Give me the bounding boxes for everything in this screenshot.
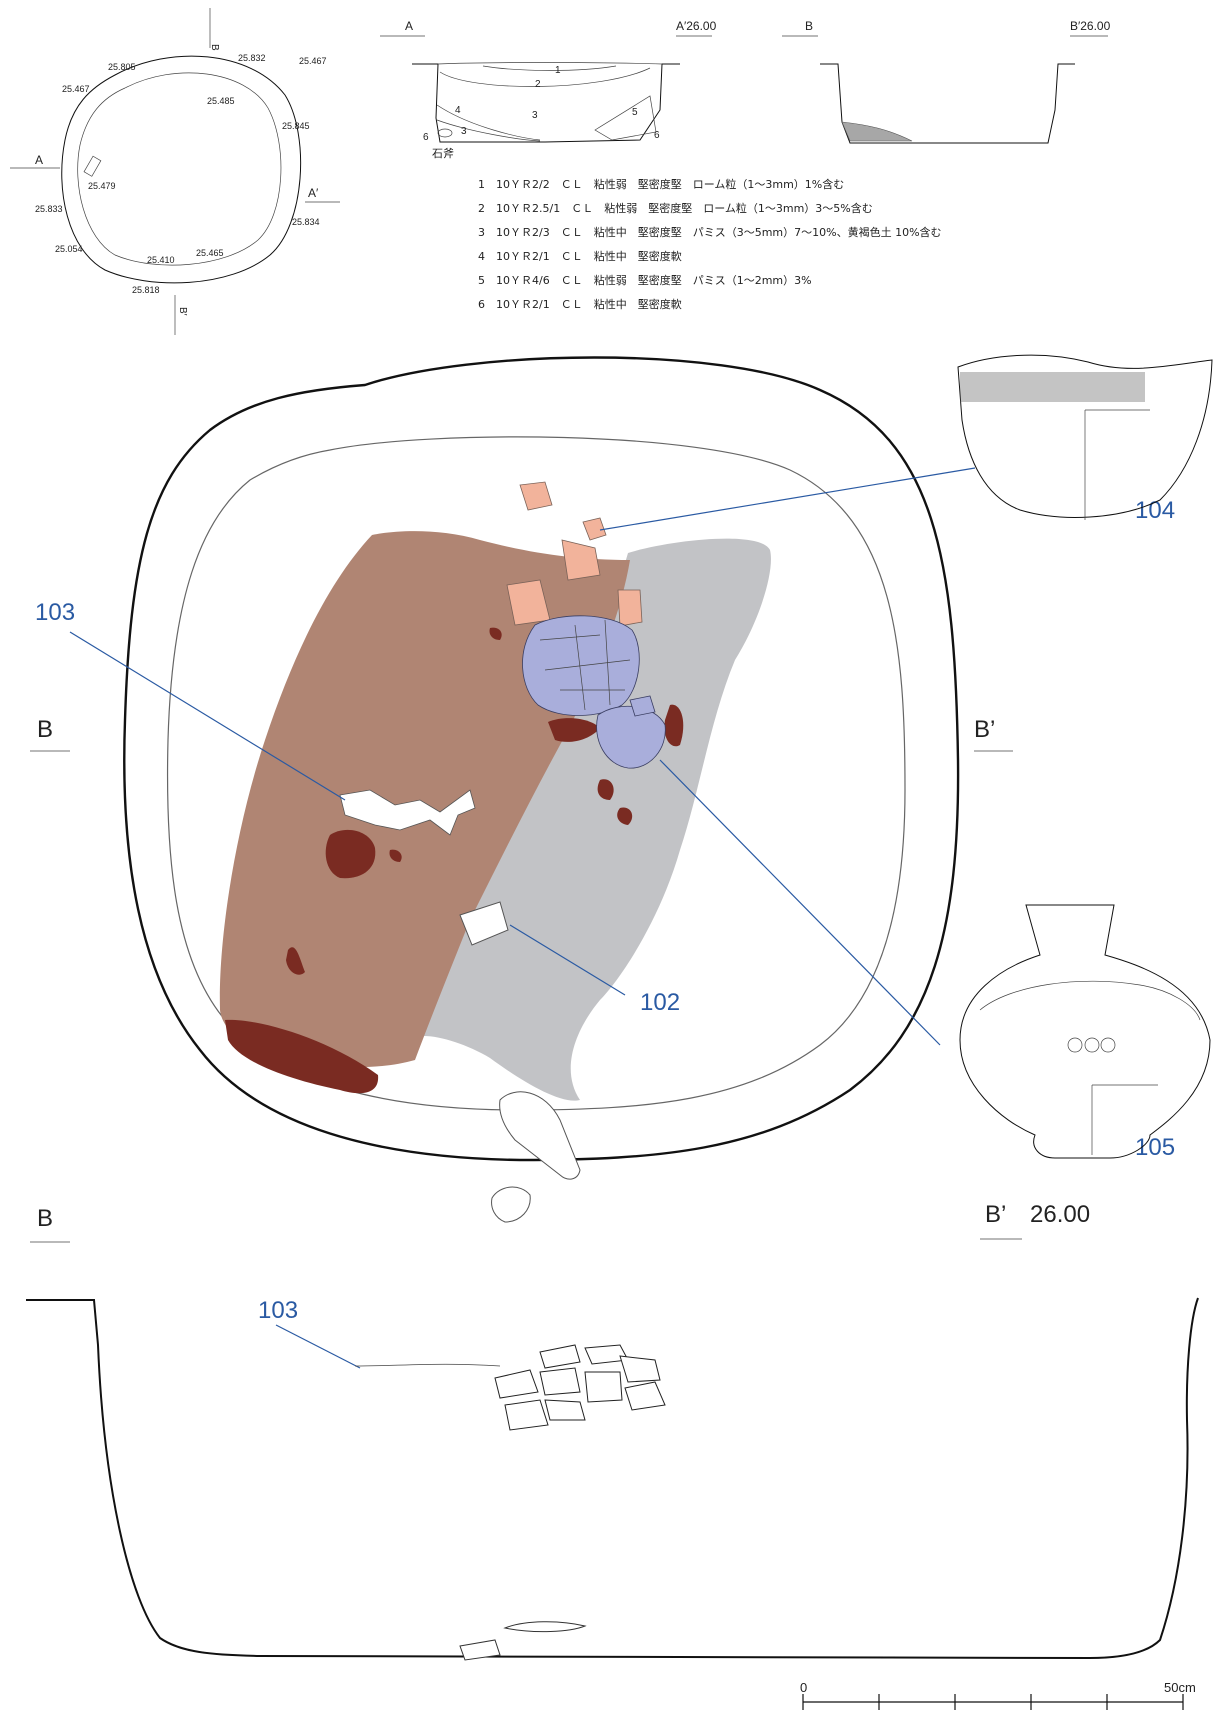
layer-6-left: 6 <box>423 132 429 143</box>
soil-legend: 1 10ＹＲ2/2 ＣＬ 粘性弱 堅密度堅 ローム粒（1～3mm）1%含む 2 … <box>478 177 942 311</box>
elev-10: 25.054 <box>55 244 83 254</box>
axis-b-prime-bottom: B′ <box>177 307 188 316</box>
layer-3: 3 <box>532 110 538 121</box>
section-callout-103: 103 <box>258 1297 298 1324</box>
callout-104: 104 <box>1135 497 1175 524</box>
callout-102: 102 <box>640 989 680 1016</box>
layer-5: 5 <box>632 107 638 118</box>
layer-4: 4 <box>455 105 461 116</box>
scale-bar-start: 0 <box>800 1680 807 1695</box>
pottery-fragments-pink <box>506 481 643 627</box>
section-b-small-left-label: B <box>805 19 813 33</box>
main-plan-right-b: B’ <box>974 716 995 743</box>
axis-a-prime-right: A′ <box>308 186 319 200</box>
elev-5: 25.485 <box>207 96 235 106</box>
vessel-104-drawing <box>957 354 1213 520</box>
stone-axe-label: 石斧 <box>432 147 454 160</box>
main-section-elevation: 26.00 <box>1030 1201 1090 1228</box>
scale-bar-end: 50cm <box>1164 1680 1196 1695</box>
main-section-left-b: B <box>37 1205 53 1232</box>
elev-8: 25.833 <box>35 204 63 214</box>
section-a-right-label: A′26.00 <box>676 19 717 33</box>
soil-legend-4: 4 10ＹＲ2/1 ＣＬ 粘性中 堅密度軟 <box>478 249 682 263</box>
axis-a-left: A <box>35 153 43 167</box>
small-plan: B B′ A A′ 25.805 25.832 25.467 25.467 25… <box>10 8 340 335</box>
section-a: A A′26.00 1 2 3 4 3 5 6 6 石斧 <box>380 19 717 160</box>
soil-legend-2: 2 10ＹＲ2.5/1 ＣＬ 粘性弱 堅密度堅 ローム粒（1～3mm）3～5%含… <box>478 201 873 215</box>
axis-b-top: B <box>209 44 220 51</box>
main-section-right-b: B’ <box>985 1201 1006 1228</box>
section-pottery-cluster <box>494 1344 666 1431</box>
section-b-small: B B′26.00 <box>782 19 1111 144</box>
elev-3: 25.467 <box>299 56 327 66</box>
soil-legend-6: 6 10ＹＲ2/1 ＣＬ 粘性中 堅密度軟 <box>478 297 682 311</box>
scale-bar-ticks <box>802 1694 1184 1710</box>
main-section: B B’ 26.00 103 <box>26 1201 1199 1661</box>
elev-6: 25.845 <box>282 121 310 131</box>
elev-1: 25.805 <box>108 62 136 72</box>
section-b-small-right-label: B′26.00 <box>1070 19 1111 33</box>
elev-12: 25.465 <box>196 248 224 258</box>
vessel-105-drawing <box>959 904 1211 1159</box>
main-plan-left-b: B <box>37 716 53 743</box>
elev-4: 25.467 <box>62 84 90 94</box>
soil-legend-1: 1 10ＹＲ2/2 ＣＬ 粘性弱 堅密度堅 ローム粒（1～3mm）1%含む <box>478 177 844 191</box>
pottery-cluster-blue <box>522 615 666 769</box>
layer-1: 1 <box>555 65 561 76</box>
elev-2: 25.832 <box>238 53 266 63</box>
layer-3b: 3 <box>461 126 467 137</box>
callout-103: 103 <box>35 599 75 626</box>
scale-bar: 0 50cm <box>800 1680 1196 1710</box>
soil-legend-5: 5 10ＹＲ4/6 ＣＬ 粘性弱 堅密度堅 パミス（1～2mm）3% <box>478 273 812 287</box>
elev-7: 25.479 <box>88 181 116 191</box>
layer-2: 2 <box>535 79 541 90</box>
elev-13: 25.818 <box>132 285 160 295</box>
section-a-left-label: A <box>405 19 413 33</box>
elev-9: 25.834 <box>292 217 320 227</box>
main-plan: B B’ 103 104 102 105 <box>30 354 1213 1223</box>
soil-legend-3: 3 10ＹＲ2/3 ＣＬ 粘性中 堅密度堅 パミス（3～5mm）7～10%、黄褐… <box>478 225 942 239</box>
elev-11: 25.410 <box>147 255 175 265</box>
layer-6-right: 6 <box>654 130 660 141</box>
gray-fill-zone <box>407 538 771 1101</box>
